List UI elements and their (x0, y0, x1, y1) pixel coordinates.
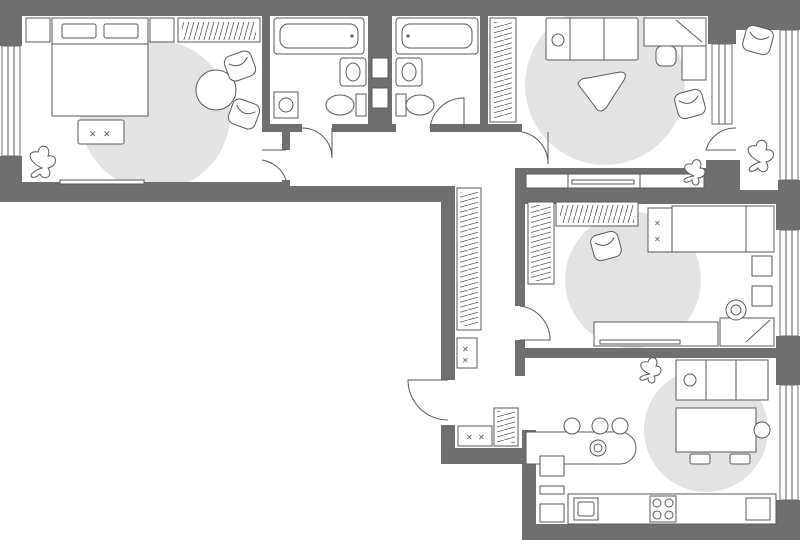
svg-text:✕: ✕ (466, 433, 473, 442)
shelf-icon (751, 285, 773, 307)
svg-text:✕: ✕ (89, 130, 97, 140)
toilet-icon (395, 93, 435, 117)
bar-stool-icon (591, 417, 609, 435)
door-entrance (407, 379, 449, 421)
armchair-icon (590, 230, 622, 262)
bar-stool-icon (611, 417, 629, 435)
shelf-icon (751, 255, 773, 277)
cabinet-icon (745, 497, 771, 521)
bedside-table-right (149, 17, 175, 43)
door-bath-2 (429, 97, 465, 129)
bed-icon (671, 205, 775, 253)
bedside-table-left (25, 17, 51, 43)
desk-icon (719, 317, 775, 347)
bathroom-1 (273, 17, 389, 119)
sofa-icon (545, 17, 639, 61)
plant-icon (683, 159, 706, 186)
living-room (489, 17, 774, 189)
window-kitchen (779, 384, 799, 501)
armchair-icon (742, 24, 774, 56)
window-kids (779, 229, 799, 337)
sink-icon (339, 57, 367, 87)
armchair-icon (227, 98, 261, 130)
bedroom: ✕ ✕ (25, 17, 261, 185)
svg-text:✕: ✕ (478, 433, 485, 442)
plant-icon (747, 139, 774, 173)
doors (261, 97, 737, 421)
shoe-cabinet-icon (457, 425, 493, 447)
bar-stool-icon (563, 417, 581, 435)
svg-text:✕: ✕ (103, 130, 111, 140)
windows (1, 29, 799, 501)
svg-text:✕: ✕ (462, 345, 469, 354)
cabinet-icon (539, 503, 565, 523)
plant-icon (29, 145, 56, 179)
fridge-icon (539, 455, 565, 477)
chair-icon (753, 421, 771, 439)
svg-text:✕: ✕ (654, 235, 661, 244)
door-living-balcony (705, 127, 737, 151)
chair-icon (689, 453, 711, 465)
dresser-icon (59, 179, 145, 185)
window-bedroom (1, 45, 21, 157)
round-table-icon (195, 69, 237, 111)
plant-icon (639, 357, 662, 384)
bathroom-2 (395, 17, 479, 117)
door-kids (519, 305, 551, 341)
window-living (711, 43, 733, 125)
sink-icon (395, 57, 423, 87)
door-living (521, 131, 549, 165)
toilet-icon (325, 93, 367, 117)
kids-room: ✕ ✕ (527, 201, 775, 347)
door-bedroom (261, 149, 287, 181)
office-chair-icon (655, 45, 677, 67)
bench-icon (77, 119, 125, 145)
window-living-corner (779, 29, 799, 181)
chair-icon (729, 453, 751, 465)
cabinet-icon (539, 485, 565, 495)
kitchen (525, 357, 777, 525)
dining-table-icon (675, 407, 757, 453)
stove-icon (649, 495, 677, 523)
cabinet-icon (371, 57, 389, 79)
washing-machine-icon (273, 91, 299, 119)
hallway: ✕ ✕ ✕ ✕ (456, 187, 519, 447)
cabinet-icon (371, 87, 389, 109)
door-bath-1 (301, 127, 333, 159)
armchair-icon (223, 50, 257, 82)
svg-text:✕: ✕ (462, 356, 469, 365)
bedside-table (647, 207, 673, 253)
triangle-table-icon (577, 71, 626, 112)
svg-text:✕: ✕ (654, 219, 661, 228)
desk-icon (643, 17, 707, 81)
cabinet-icon (456, 337, 478, 369)
office-chair-icon (725, 299, 747, 321)
armchair-icon (674, 88, 706, 120)
sink-icon (573, 497, 599, 521)
